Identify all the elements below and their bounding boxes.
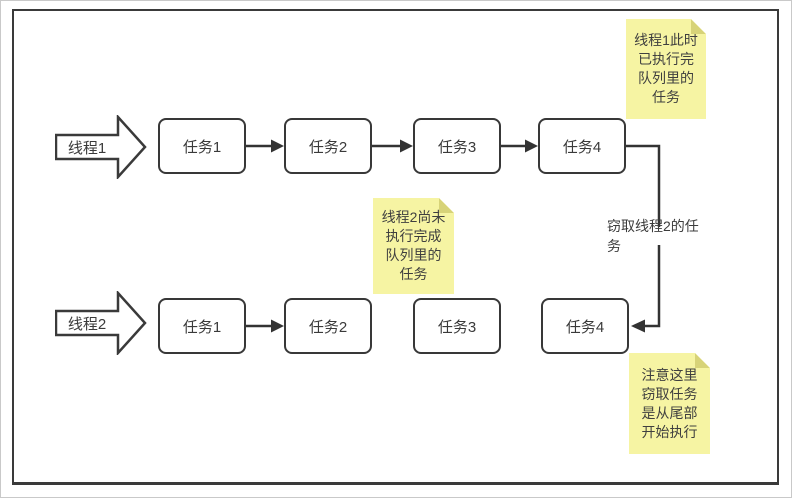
note-steal-from-tail: 注意这里 窃取任务 是从尾部 开始执行 (629, 353, 710, 454)
note-thread1-queue-done: 线程1此时 已执行完 队列里的 任务 (626, 19, 706, 119)
top-task3-box: 任务3 (413, 118, 501, 174)
arrow-bottom-task1-task2 (246, 319, 284, 333)
bottom-task1-box: 任务1 (158, 298, 246, 354)
note-text: 线程2尚未 执行完成 队列里的 任务 (381, 209, 446, 282)
arrow-top-task1-task2 (246, 139, 284, 153)
steal-edge-label: 窃取线程2的任务 (607, 218, 710, 254)
bottom-task2-box: 任务2 (284, 298, 372, 354)
note-text: 线程1此时 已执行完 队列里的 任务 (634, 32, 698, 105)
top-task2-box: 任务2 (284, 118, 372, 174)
bottom-task3-box: 任务3 (413, 298, 501, 354)
note-thread2-queue-undone: 线程2尚未 执行完成 队列里的 任务 (373, 198, 454, 294)
thread1-label: 线程1 (67, 139, 107, 157)
arrow-top-task2-task3 (372, 139, 413, 153)
top-task1-box: 任务1 (158, 118, 246, 174)
top-task4-box: 任务4 (538, 118, 626, 174)
thread2-label: 线程2 (67, 315, 107, 333)
note-text: 注意这里 窃取任务 是从尾部 开始执行 (641, 366, 698, 440)
arrow-top-task3-task4 (501, 139, 538, 153)
diagram-frame (12, 9, 779, 485)
block-arrow-shape (55, 291, 147, 355)
bottom-task4-box: 任务4 (541, 298, 629, 354)
thread2-arrow: 线程2 (55, 291, 147, 355)
block-arrow-shape (55, 115, 147, 179)
thread1-arrow: 线程1 (55, 115, 147, 179)
